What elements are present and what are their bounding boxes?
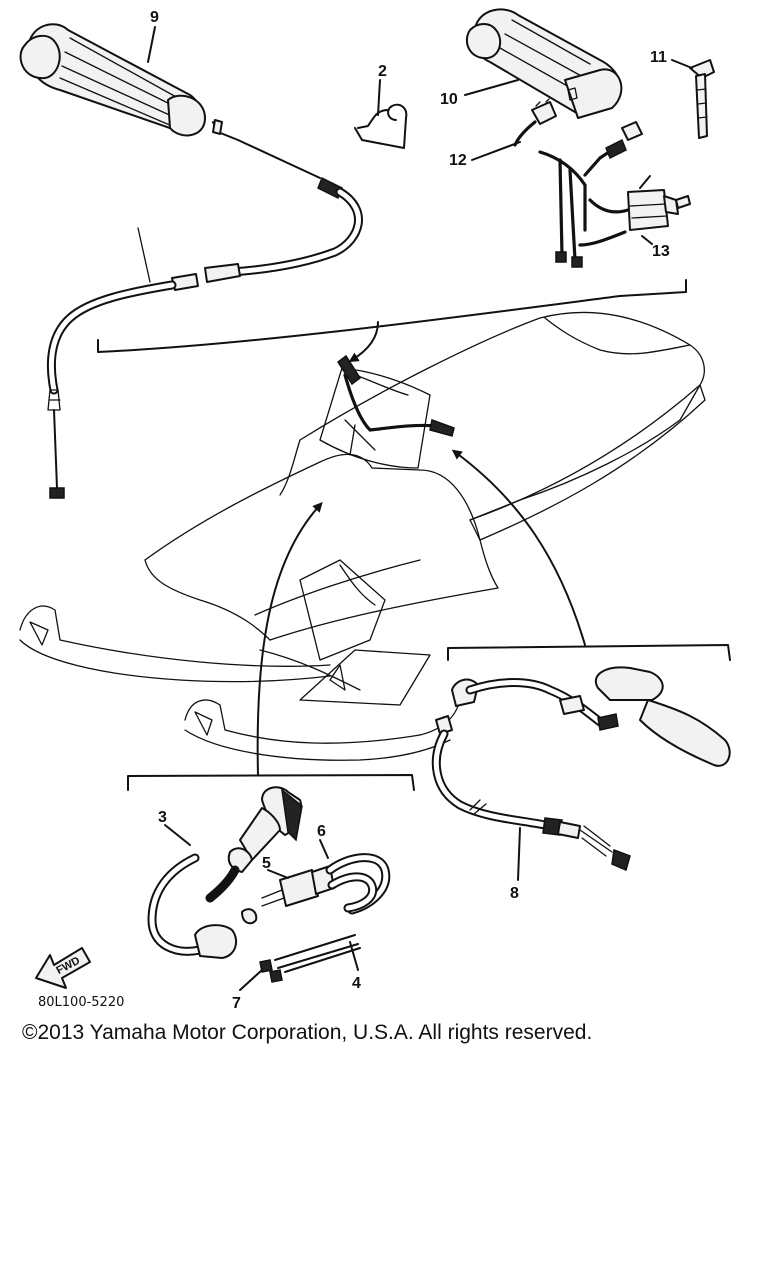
wiring-harness-part-12 [471, 98, 643, 268]
choke-group-bracket [127, 774, 415, 791]
clip-part-2 [354, 79, 408, 149]
callout-2: 2 [378, 63, 387, 80]
brake-group-bracket [447, 644, 731, 661]
choke-plunger-part-5 [241, 865, 335, 925]
choke-cable-part-6 [319, 839, 391, 915]
callout-8: 8 [510, 885, 519, 902]
toggle-switch-part-13 [627, 175, 691, 245]
choke-knob-part-3 [147, 786, 303, 959]
brake-group-arrow [451, 449, 586, 646]
fwd-direction-icon: FWD [35, 947, 91, 989]
callout-7: 7 [232, 995, 241, 1010]
choke-group-arrow [256, 502, 323, 776]
callout-5: 5 [262, 855, 271, 872]
callout-12: 12 [449, 152, 467, 169]
callout-11: 11 [650, 49, 667, 66]
exploded-parts-diagram: FWD 9 2 10 11 12 13 3 6 5 4 7 8 80L100-5… [19, 8, 731, 1010]
switch-grip-part-10 [464, 8, 623, 119]
callout-13: 13 [652, 243, 670, 260]
throttle-cable-part-9 [46, 176, 363, 499]
cable-tie-part-11 [671, 59, 715, 139]
choke-wire-part-4 [274, 934, 361, 973]
callout-9: 9 [150, 9, 159, 26]
drawing-code: 80L100-5220 [38, 995, 124, 1010]
callout-10: 10 [440, 91, 458, 108]
callout-4: 4 [352, 975, 361, 992]
wire-end-part-7 [239, 959, 283, 991]
brake-cable-part-8 [431, 666, 731, 881]
upper-group-bracket [97, 279, 687, 353]
copyright-notice: ©2013 Yamaha Motor Corporation, U.S.A. A… [22, 1021, 593, 1044]
callout-3: 3 [158, 809, 167, 826]
upper-group-arrow [348, 321, 379, 363]
throttle-grip-part-9 [19, 23, 321, 179]
callout-6: 6 [317, 823, 326, 840]
